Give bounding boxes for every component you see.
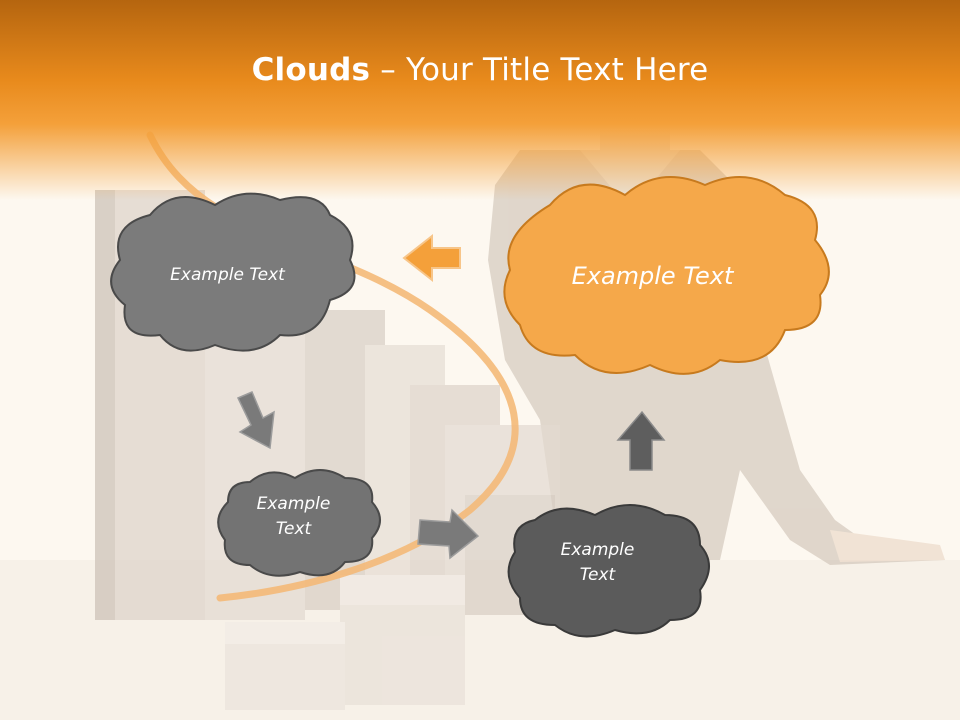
cloud-text-middle-left-line2: Text — [275, 518, 312, 539]
cloud-text-bottom-right: Example Text — [540, 538, 655, 587]
title-bold: Clouds — [251, 52, 371, 88]
cloud-text-top-right: Example Text — [540, 259, 765, 294]
up-arrow-icon — [616, 410, 666, 471]
cloud-text-middle-left: Example Text — [236, 492, 351, 541]
down-arrow-icon — [236, 391, 275, 450]
header-band — [0, 0, 960, 200]
cloud-shape-bottom-right — [507, 504, 710, 638]
bar-chart-blocks — [95, 190, 560, 710]
slide-title: Clouds – Your Title Text Here — [0, 52, 960, 88]
cloud-text-top-left: Example Text — [140, 263, 315, 288]
left-arrow-icon — [402, 233, 461, 283]
cloud-shape-middle-left — [217, 469, 381, 577]
cloud-text-bottom-right-line1: Example — [560, 540, 635, 560]
title-separator: – — [370, 52, 406, 88]
cloud-text-bottom-right-line2: Text — [579, 564, 616, 585]
cloud-shape-top-right — [503, 176, 830, 375]
cloud-text-top-right-line1: Example Text — [571, 262, 734, 290]
cloud-text-top-left-line1: Example Text — [170, 265, 285, 285]
right-arrow-icon — [417, 508, 480, 560]
cloud-text-middle-left-line1: Example — [256, 494, 331, 514]
title-rest: Your Title Text Here — [406, 52, 709, 88]
cloud-shape-top-left — [110, 192, 356, 352]
